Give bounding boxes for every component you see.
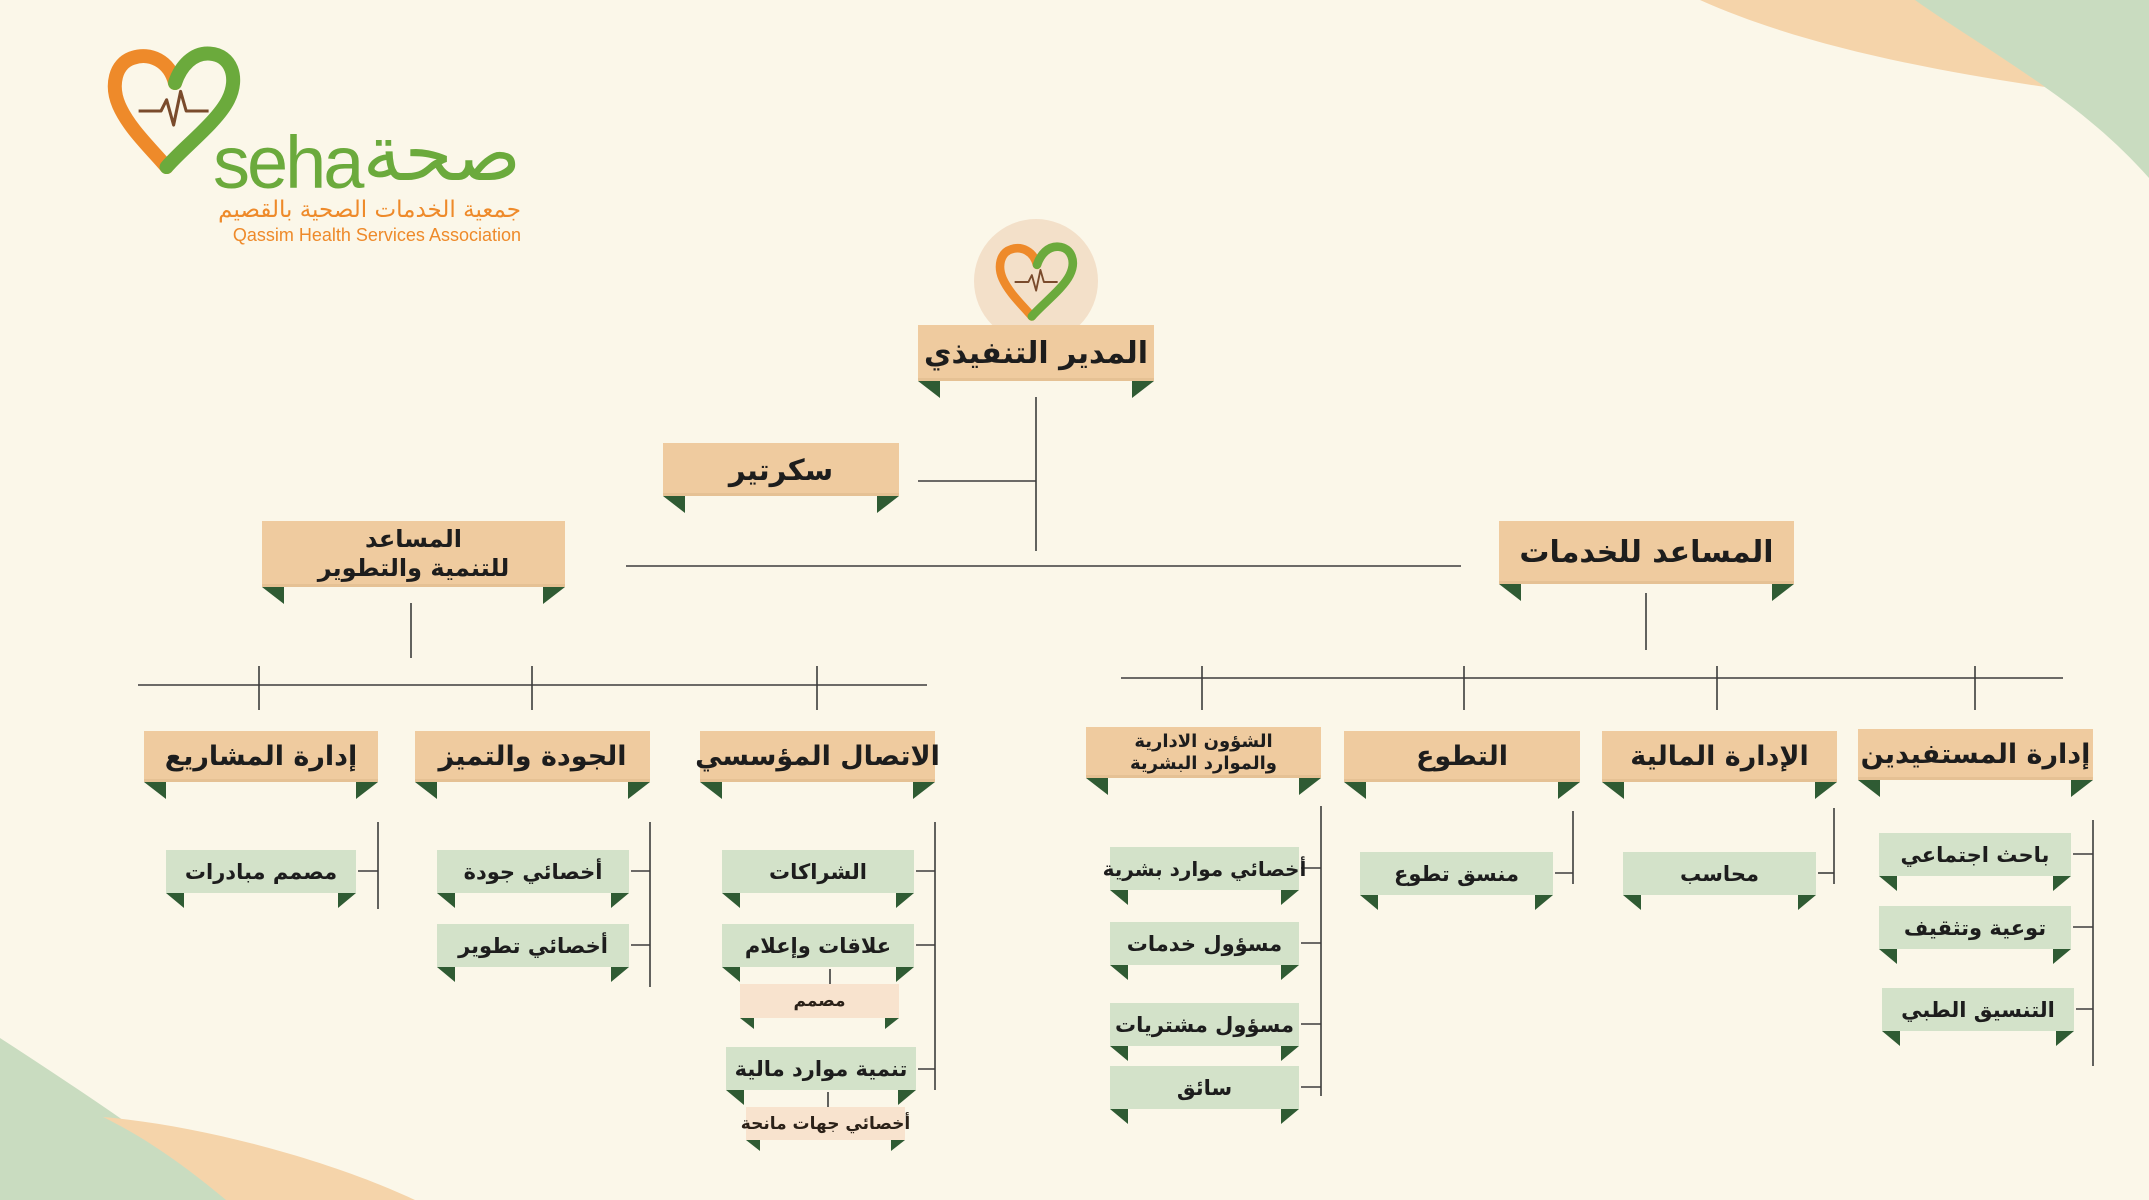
role-label: مسؤول مشتريات — [1114, 1012, 1294, 1037]
sub-role-label: مصمم — [793, 991, 846, 1011]
assistant-services-label: المساعد للخدمات — [1519, 535, 1774, 570]
sub-role-box: أخصائي جهات مانحة — [741, 1107, 910, 1151]
role-box: توعية وتثقيف — [1879, 906, 2071, 964]
role-label: أخصائي جودة — [463, 859, 603, 884]
sub-role-label: أخصائي جهات مانحة — [740, 1113, 911, 1134]
role-label: أخصائي تطوير — [458, 933, 608, 958]
department-box-finance: الإدارة المالية — [1602, 731, 1837, 799]
sub-role-box: مصمم — [740, 984, 899, 1029]
assistant-development-box: المساعد للتنمية والتطوير — [262, 521, 565, 604]
role-label: سائق — [1176, 1075, 1233, 1100]
logo-brand-arabic: صحة — [362, 109, 521, 199]
department-label-line2: والموارد البشرية — [1130, 752, 1277, 774]
logo-organization-name-arabic: جمعية الخدمات الصحية بالقصيم — [218, 197, 521, 223]
role-label: التنسيق الطبي — [1901, 997, 2055, 1022]
department-label: إدارة المشاريع — [164, 741, 358, 772]
department-box-volunteering: التطوع — [1344, 731, 1580, 799]
department-box-quality: الجودة والتميز — [415, 731, 650, 799]
role-label: منسق تطوع — [1393, 861, 1520, 886]
role-box: الشراكات — [722, 850, 914, 908]
role-label: توعية وتثقيف — [1903, 915, 2047, 940]
role-label: مسؤول خدمات — [1126, 931, 1283, 956]
role-box: تنمية موارد مالية — [726, 1047, 916, 1105]
role-label: تنمية موارد مالية — [734, 1056, 908, 1081]
department-label: إدارة المستفيدين — [1860, 739, 2091, 770]
role-label: علاقات وإعلام — [744, 933, 892, 958]
role-box: أخصائي جودة — [437, 850, 629, 908]
corner-shape-top-right-green — [1900, 0, 2149, 178]
role-box: محاسب — [1623, 852, 1816, 910]
role-box: مسؤول مشتريات — [1110, 1003, 1299, 1061]
department-box-communication: الاتصال المؤسسي — [695, 731, 940, 799]
department-box-beneficiaries: إدارة المستفيدين — [1858, 729, 2093, 797]
assistant-development-label-line1: المساعد — [364, 525, 463, 553]
role-box: سائق — [1110, 1066, 1299, 1124]
corner-shape-top-right-peach — [1700, 0, 2045, 87]
role-box: التنسيق الطبي — [1882, 988, 2074, 1046]
role-label: مصمم مبادرات — [184, 859, 338, 884]
role-label: أخصائي موارد بشرية — [1102, 856, 1307, 881]
role-box: أخصائي تطوير — [437, 924, 629, 982]
department-label: الاتصال المؤسسي — [695, 741, 940, 772]
heart-logo-icon — [107, 46, 241, 174]
logo-brand-latin: seha — [213, 121, 364, 204]
assistant-development-label-line2: للتنمية والتطوير — [317, 554, 510, 582]
secretary-box: سكرتير — [663, 443, 899, 513]
executive-director-box: المدير التنفيذي — [918, 325, 1154, 398]
role-box: علاقات وإعلام — [722, 924, 914, 982]
role-box: أخصائي موارد بشرية — [1103, 847, 1306, 905]
role-box: مسؤول خدمات — [1110, 922, 1299, 980]
role-box: مصمم مبادرات — [166, 850, 356, 908]
department-label: الإدارة المالية — [1630, 741, 1809, 772]
assistant-services-box: المساعد للخدمات — [1499, 521, 1794, 601]
department-label: التطوع — [1415, 741, 1509, 772]
department-box-admin-hr: الشؤون الادارية والموارد البشرية — [1086, 727, 1321, 795]
role-box: باحث اجتماعي — [1879, 833, 2071, 891]
logo-organization-name-english: Qassim Health Services Association — [232, 225, 521, 245]
executive-director-label: المدير التنفيذي — [923, 335, 1149, 371]
heart-emblem-icon — [995, 242, 1077, 321]
role-label: الشراكات — [769, 859, 867, 884]
role-box: منسق تطوع — [1360, 852, 1553, 910]
role-label: باحث اجتماعي — [1900, 842, 2050, 867]
corner-shape-bottom-left-peach — [103, 1117, 415, 1200]
department-label-line1: الشؤون الادارية — [1134, 730, 1273, 752]
emblem-circle — [974, 219, 1098, 343]
department-label: الجودة والتميز — [438, 741, 627, 772]
role-label: محاسب — [1680, 861, 1759, 886]
secretary-label: سكرتير — [728, 452, 834, 487]
department-box-projects: إدارة المشاريع — [144, 731, 378, 799]
